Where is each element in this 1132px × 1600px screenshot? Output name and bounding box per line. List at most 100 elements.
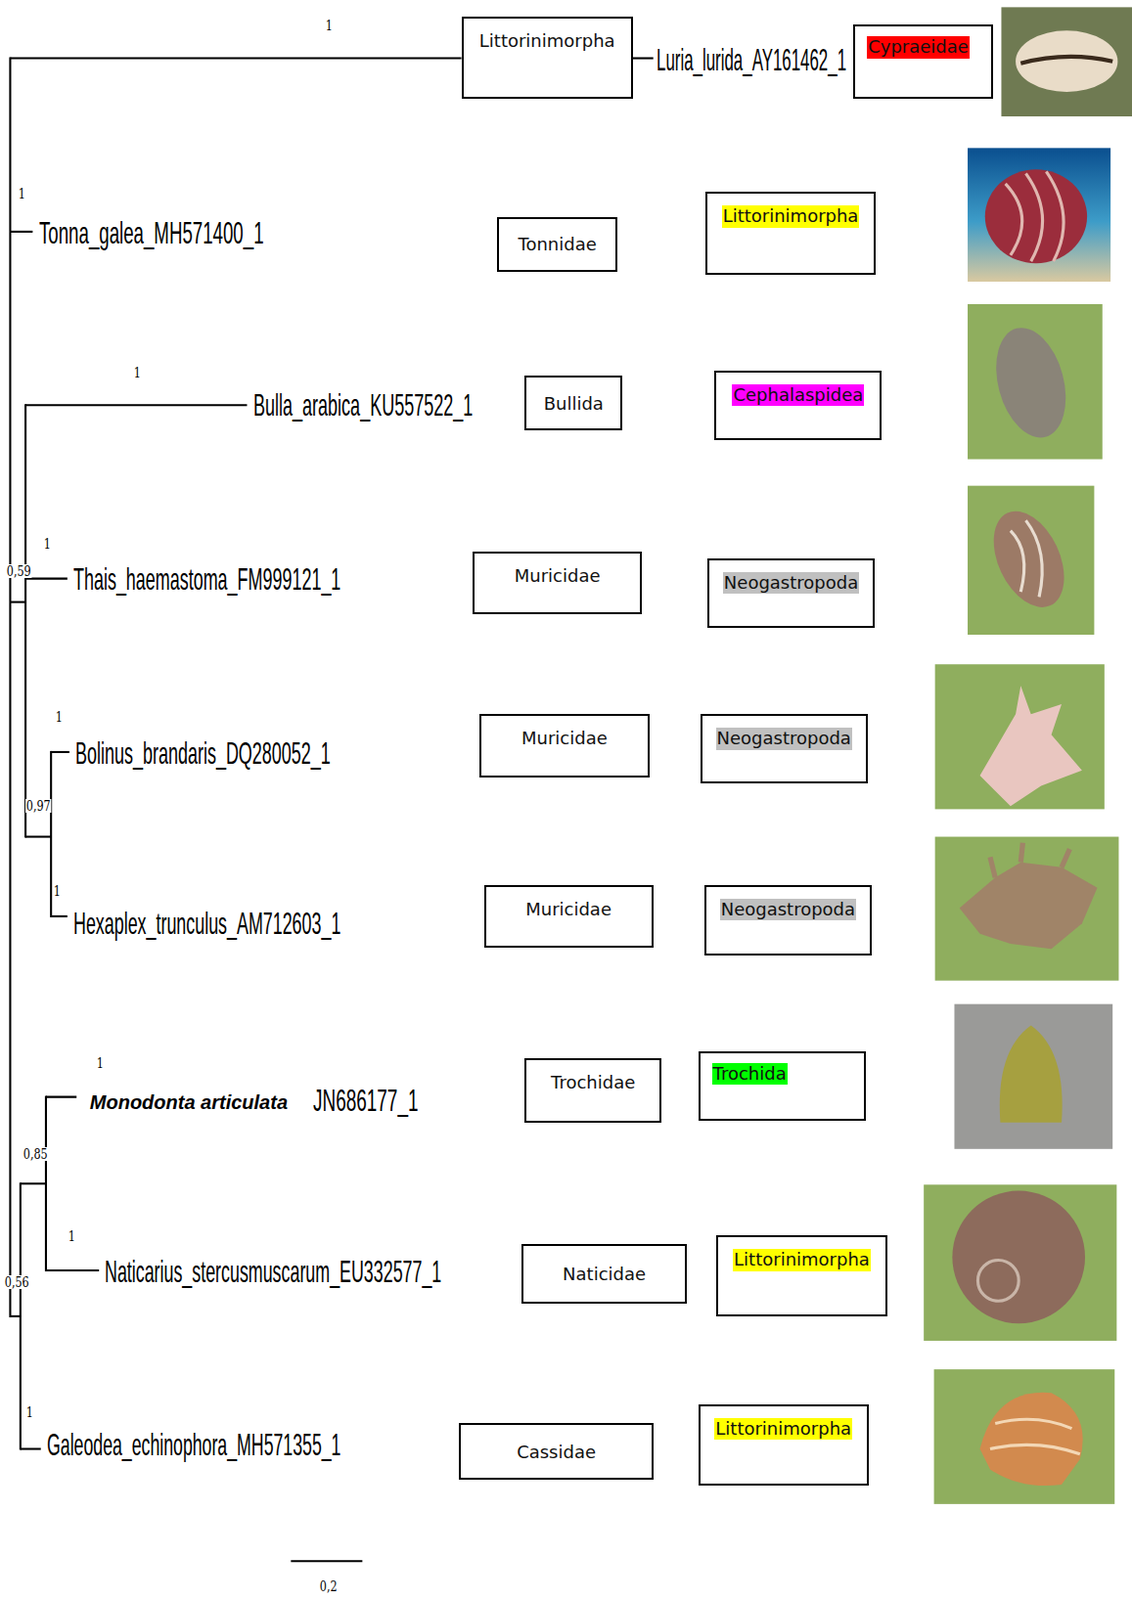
order-box: Littorinimorpha: [705, 191, 876, 275]
thais-shell: [979, 499, 1079, 619]
taxon-rank-text: Cephalaspidea: [731, 384, 864, 408]
photo: [934, 1369, 1116, 1505]
photo: [935, 837, 1120, 982]
taxon-label: Tonna_galea_MH571400_1: [39, 217, 265, 249]
support-value: 0,2: [318, 1580, 338, 1594]
support-value: 0,97: [25, 799, 52, 814]
taxon-rank-text: Neogastropoda: [720, 899, 857, 922]
taxon-rank-text: Littorinimorpha: [732, 1249, 871, 1272]
naticarius-shell: [951, 1191, 1086, 1325]
support-value: 1: [54, 710, 64, 725]
shell-stripes: [1010, 520, 1042, 597]
taxon-label: Bulla_arabica_KU557522_1: [253, 389, 473, 421]
shell-ribs: [1005, 171, 1064, 262]
taxon-label: Naticarius_stercusmuscarum_EU332577_1: [104, 1256, 442, 1288]
shell-photos: [923, 6, 1132, 1504]
taxon-rank-text: Bullida: [543, 393, 604, 416]
order-box: Cephalaspidea: [714, 370, 882, 441]
branch: [50, 751, 70, 754]
order-box: Littorinimorpha: [716, 1235, 887, 1316]
support-value: 1: [324, 18, 334, 33]
shell-spines: [990, 843, 1070, 878]
branch: [9, 601, 26, 604]
support-value: 0,85: [22, 1147, 49, 1162]
support-value: 1: [43, 537, 52, 551]
photo: [923, 1184, 1117, 1342]
family-box: Trochidae: [524, 1058, 662, 1124]
taxon-label: Thais_haemastoma_FM999121_1: [73, 563, 341, 595]
galeodea-shell: [980, 1393, 1084, 1487]
taxon-rank-text: Muricidae: [525, 899, 612, 922]
taxon-label: Luria_lurida_AY161462_1: [656, 44, 847, 76]
taxon-label: Galeodea_echinophora_MH571355_1: [46, 1429, 341, 1461]
shell-aperture: [1020, 56, 1113, 64]
order-box: Neogastropoda: [704, 885, 872, 956]
support-value: 0,59: [5, 564, 33, 579]
taxon-label: Hexaplex_trunculus_AM712603_1: [73, 907, 341, 940]
support-value: 1: [133, 365, 142, 380]
bolinus-shell: [980, 685, 1083, 807]
taxon-rank-text: Neogastropoda: [716, 727, 853, 751]
support-value: 0,56: [3, 1275, 31, 1290]
branch: [49, 751, 52, 918]
taxon-rank-text: Littorinimorpha: [714, 1418, 853, 1442]
order-box: Neogastropoda: [707, 558, 875, 629]
branch: [45, 1096, 77, 1099]
order-box: Trochida: [698, 1051, 866, 1122]
branch: [50, 915, 68, 918]
photo: [967, 304, 1103, 460]
family-box: Muricidae: [484, 885, 654, 950]
branch: [9, 230, 33, 233]
cowrie-shell: [1015, 30, 1118, 92]
bulla-shell: [985, 319, 1078, 446]
photo: [967, 486, 1094, 635]
family-box: Muricidae: [472, 551, 642, 615]
order-box: Littorinimorpha: [698, 1404, 869, 1487]
taxon-rank-text: Muricidae: [521, 727, 608, 751]
photo: [935, 664, 1105, 810]
photo: [1000, 6, 1132, 117]
shell-whorl: [977, 1261, 1019, 1303]
taxon-rank-text: Tonnidae: [517, 233, 596, 257]
taxon-rank-text: Naticidae: [562, 1264, 646, 1287]
order-box: Cypraeidae: [853, 24, 994, 99]
support-value: 1: [17, 186, 27, 201]
support-value: 1: [67, 1229, 77, 1244]
taxon-label: Monodonta articulata: [90, 1092, 288, 1113]
family-box: Cassidae: [458, 1423, 653, 1480]
tonna-shell: [985, 169, 1087, 264]
taxon-rank-text: Littorinimorpha: [722, 205, 861, 228]
shell-bands: [990, 1419, 1081, 1454]
branch: [19, 1182, 22, 1450]
branch: [8, 56, 11, 1317]
taxon-label: JN686177_1: [313, 1085, 418, 1117]
tree-branches: [9, 56, 653, 1562]
branch: [45, 1269, 99, 1272]
scale-bar: [290, 1560, 363, 1563]
family-box: Tonnidae: [497, 217, 618, 272]
taxon-label: Bolinus_brandaris_DQ280052_1: [75, 737, 331, 770]
monodonta-shell: [999, 1026, 1063, 1124]
branch: [20, 1448, 42, 1450]
branch: [24, 404, 27, 838]
support-value: 1: [52, 884, 62, 899]
branch: [9, 56, 461, 59]
taxon-rank-text: Trochidae: [550, 1072, 635, 1095]
order-box: Neogastropoda: [700, 714, 868, 784]
hexaplex-shell: [959, 862, 1098, 951]
branch: [25, 836, 51, 839]
branch: [20, 1182, 46, 1185]
support-value: 1: [95, 1056, 105, 1071]
support-value: 1: [25, 1405, 35, 1420]
photo: [953, 1004, 1113, 1150]
branch: [45, 1096, 47, 1272]
branch: [633, 56, 654, 59]
taxon-rank-text: Trochida: [712, 1063, 788, 1087]
photo: [967, 147, 1111, 282]
family-box: Littorinimorpha: [461, 16, 634, 100]
taxon-rank-text: Neogastropoda: [723, 572, 860, 595]
family-box: Naticidae: [521, 1244, 687, 1306]
family-box: Muricidae: [479, 714, 649, 778]
taxon-rank-text: Cypraeidae: [866, 36, 970, 59]
taxon-rank-text: Cassidae: [516, 1442, 596, 1465]
